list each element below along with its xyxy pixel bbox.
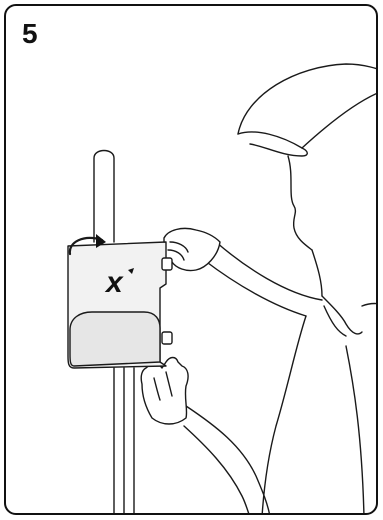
upper-arm-lower [204, 260, 306, 316]
cap-back [302, 92, 378, 148]
device-connector-bottom [162, 332, 172, 344]
device: x [68, 242, 172, 368]
lower-hand [141, 358, 188, 425]
lower-arm [186, 406, 270, 515]
torso-side [346, 346, 364, 515]
installation-illustration: x [6, 6, 378, 515]
pole-top [94, 151, 114, 243]
cap-brim [238, 132, 307, 156]
torso-front [262, 316, 306, 515]
face-profile [288, 156, 312, 250]
neck [312, 250, 322, 296]
lower-arm-inner [184, 426, 250, 515]
device-lower-panel [70, 312, 160, 366]
device-logo: x [104, 266, 124, 299]
person [141, 64, 378, 515]
device-connector-top [162, 258, 172, 270]
upper-arm [216, 242, 322, 300]
cap-crown [238, 64, 378, 134]
back [362, 304, 378, 307]
instruction-frame: 5 [4, 4, 378, 515]
